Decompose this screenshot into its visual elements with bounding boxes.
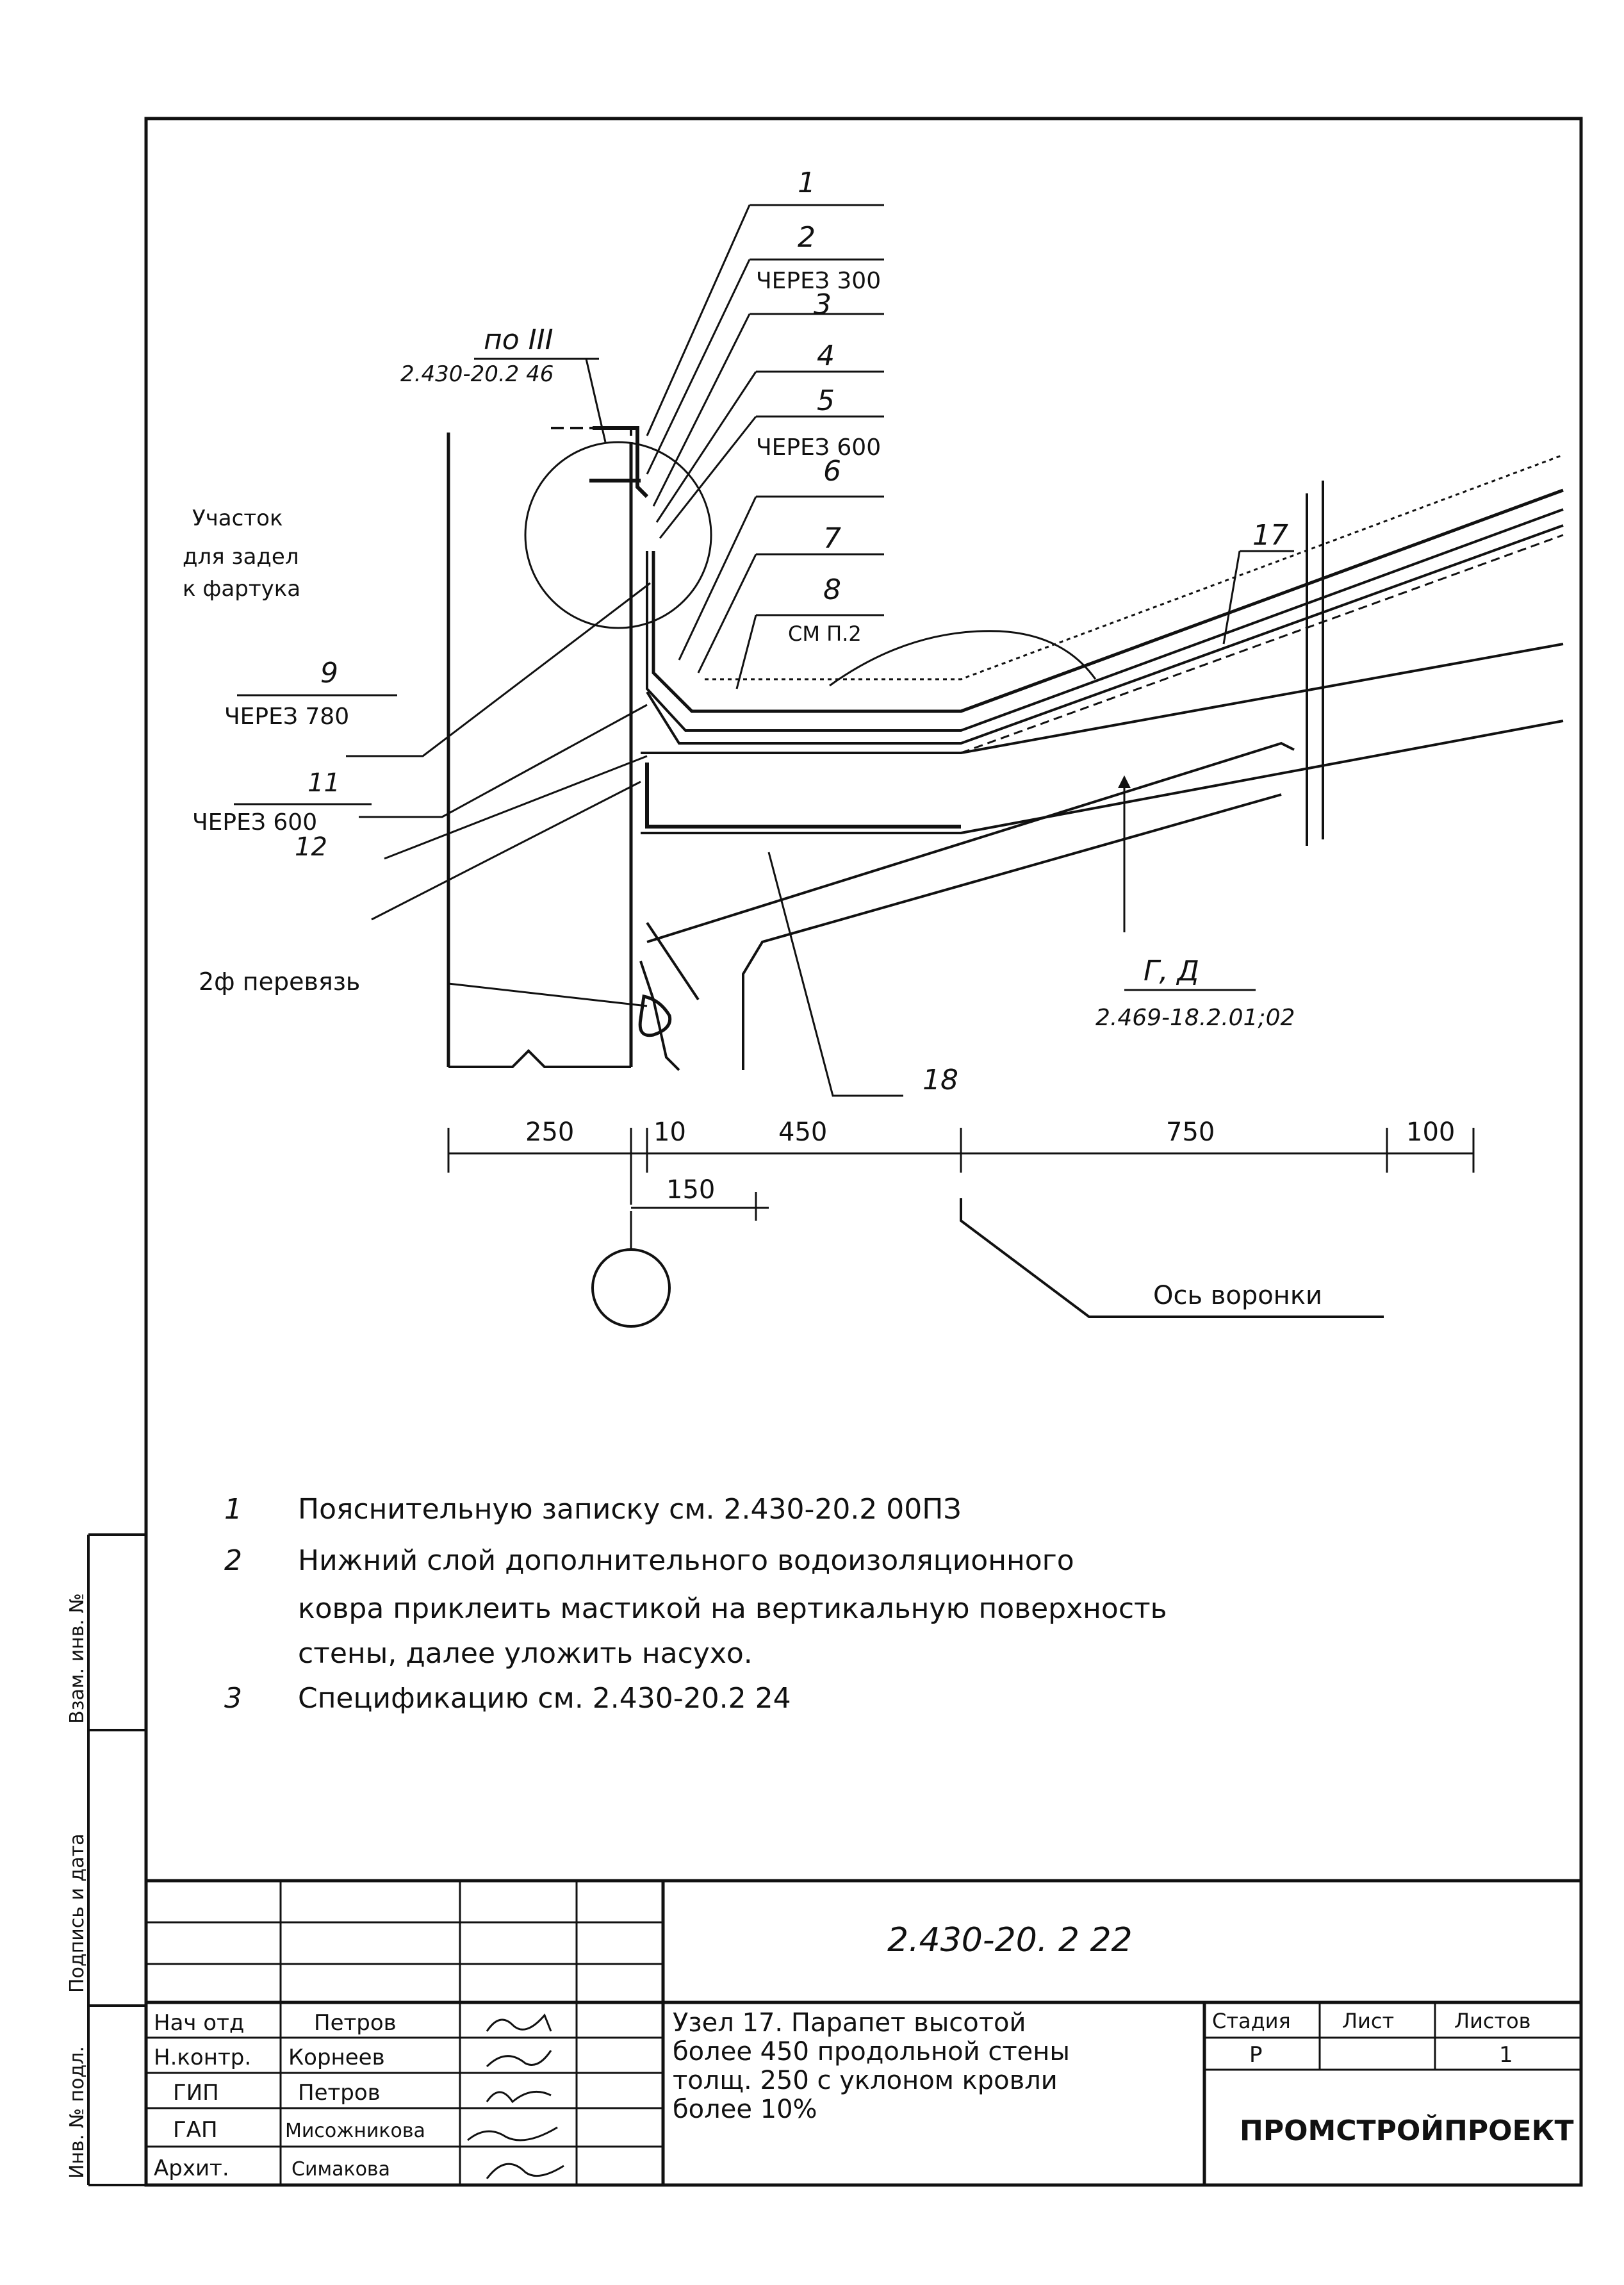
note-2-text-cont: ковра приклеить мастикой на вертикальную… [298, 1592, 1167, 1625]
stamp-vzam: Взам. инв. № [66, 1593, 88, 1724]
svg-text:для задел: для задел [183, 544, 299, 570]
sheets-value: 1 [1499, 2042, 1513, 2068]
stamp-inv: Инв. № подл. [66, 2046, 88, 2179]
section-ref-code: 2.469-18.2.01;02 [1095, 1005, 1295, 1031]
note-2-text: Нижний слой дополнительного водоизоляцио… [298, 1544, 1074, 1577]
name-5: Симакова [291, 2158, 390, 2181]
doc-code: 2.430-20. 2 22 [887, 1921, 1133, 1959]
sheets-header: Листов [1454, 2009, 1531, 2033]
callout-2: 2 [798, 221, 816, 254]
title-line-1: Узел 17. Парапет высотой [673, 2008, 1026, 2038]
name-2: Корнеев [288, 2045, 385, 2070]
callout-11: 11 [308, 768, 340, 798]
org-name: ПРОМСТРОЙПРОЕКТ [1240, 2113, 1574, 2147]
callout-4: 4 [817, 340, 835, 372]
dim-750: 750 [1166, 1118, 1215, 1147]
title-block: 2.430-20. 2 22 Нач отд Петров Н.контр. К… [146, 1879, 1581, 2185]
role-1: Нач отд [154, 2010, 244, 2036]
left-note: Участок для задел к фартука [183, 506, 300, 602]
axis-marker [591, 1248, 671, 1328]
dim-450: 450 [778, 1118, 827, 1147]
svg-text:к фартука: к фартука [183, 576, 300, 602]
dim-100: 100 [1406, 1118, 1455, 1147]
note-3-text: Спецификацию см. 2.430-20.2 24 [298, 1682, 791, 1715]
callout-11-note: ЧЕРЕЗ 600 [192, 809, 317, 836]
callout-17: 17 [1252, 519, 1288, 552]
detail-ref: по III 2.430-20.2 46 [400, 324, 607, 443]
detail-circle [524, 441, 712, 629]
detail-ref-code: 2.430-20.2 46 [400, 361, 554, 387]
callout-6: 6 [823, 455, 841, 488]
name-4: Мисожникова [285, 2120, 425, 2142]
callout-9: 9 [320, 657, 338, 689]
dimension-line: 250 10 450 750 100 150 [447, 1118, 1475, 1221]
callout-5: 5 [817, 384, 835, 417]
detail-ref-label: по III [484, 324, 554, 356]
note-1-num: 1 [224, 1493, 242, 1526]
role-3: ГИП [173, 2080, 219, 2106]
callout-8-note: СМ П.2 [788, 622, 862, 646]
stamp-sign: Подпись и дата [66, 1834, 88, 1993]
stage-header: Стадия [1212, 2009, 1291, 2033]
note-1-text: Пояснительную записку см. 2.430-20.2 00П… [298, 1493, 962, 1526]
callout-7: 7 [823, 522, 841, 555]
callout-3: 3 [814, 288, 832, 321]
notes-block: 1 Пояснительную записку см. 2.430-20.2 0… [224, 1493, 1167, 1715]
title-line-2: более 450 продольной стены [673, 2037, 1070, 2066]
wall-section [447, 426, 649, 1068]
callout-5-note: ЧЕРЕЗ 600 [756, 434, 881, 461]
section-ref: Г, Д 2.469-18.2.01;02 [1095, 955, 1295, 1031]
dim-150: 150 [666, 1175, 715, 1205]
callout-1: 1 [798, 167, 816, 199]
title-line-3: толщ. 250 с уклоном кровли [673, 2066, 1058, 2095]
roof-layers [638, 454, 1564, 1071]
callout-18: 18 [923, 1064, 958, 1096]
sheet-frame [144, 117, 1583, 2187]
note-3-num: 3 [224, 1682, 242, 1715]
section-ref-label: Г, Д [1144, 955, 1199, 987]
side-stamp: Взам. инв. № Подпись и дата Инв. № подл. [66, 1533, 146, 2186]
role-5: Архит. [154, 2156, 229, 2181]
callout-9-note: ЧЕРЕЗ 780 [224, 704, 349, 730]
dim-250: 250 [525, 1118, 574, 1147]
sheet-header: Лист [1342, 2009, 1394, 2033]
svg-text:Участок: Участок [192, 506, 283, 531]
callout-12: 12 [295, 832, 327, 862]
note-2-text-cont2: стены, далее уложить насухо. [298, 1637, 753, 1670]
leader-lines [346, 204, 1294, 1097]
role-4: ГАП [173, 2117, 218, 2143]
callouts: 1 2 ЧЕРЕЗ 300 3 4 5 ЧЕРЕЗ 600 6 7 8 СМ П… [192, 167, 1288, 1096]
callout-8: 8 [823, 573, 841, 606]
dim-10: 10 [653, 1118, 686, 1147]
callout-2-note: ЧЕРЕЗ 300 [756, 268, 881, 294]
name-3: Петров [298, 2080, 381, 2106]
pipe-note: 2ф перевязь [199, 968, 360, 996]
role-2: Н.контр. [154, 2045, 251, 2070]
axis-label: Ось воронки [1153, 1281, 1322, 1310]
stage-value: Р [1249, 2042, 1263, 2068]
note-2-num: 2 [224, 1544, 242, 1577]
title-line-4: более 10% [673, 2095, 817, 2124]
signatures [467, 2013, 564, 2179]
name-1: Петров [314, 2010, 397, 2036]
